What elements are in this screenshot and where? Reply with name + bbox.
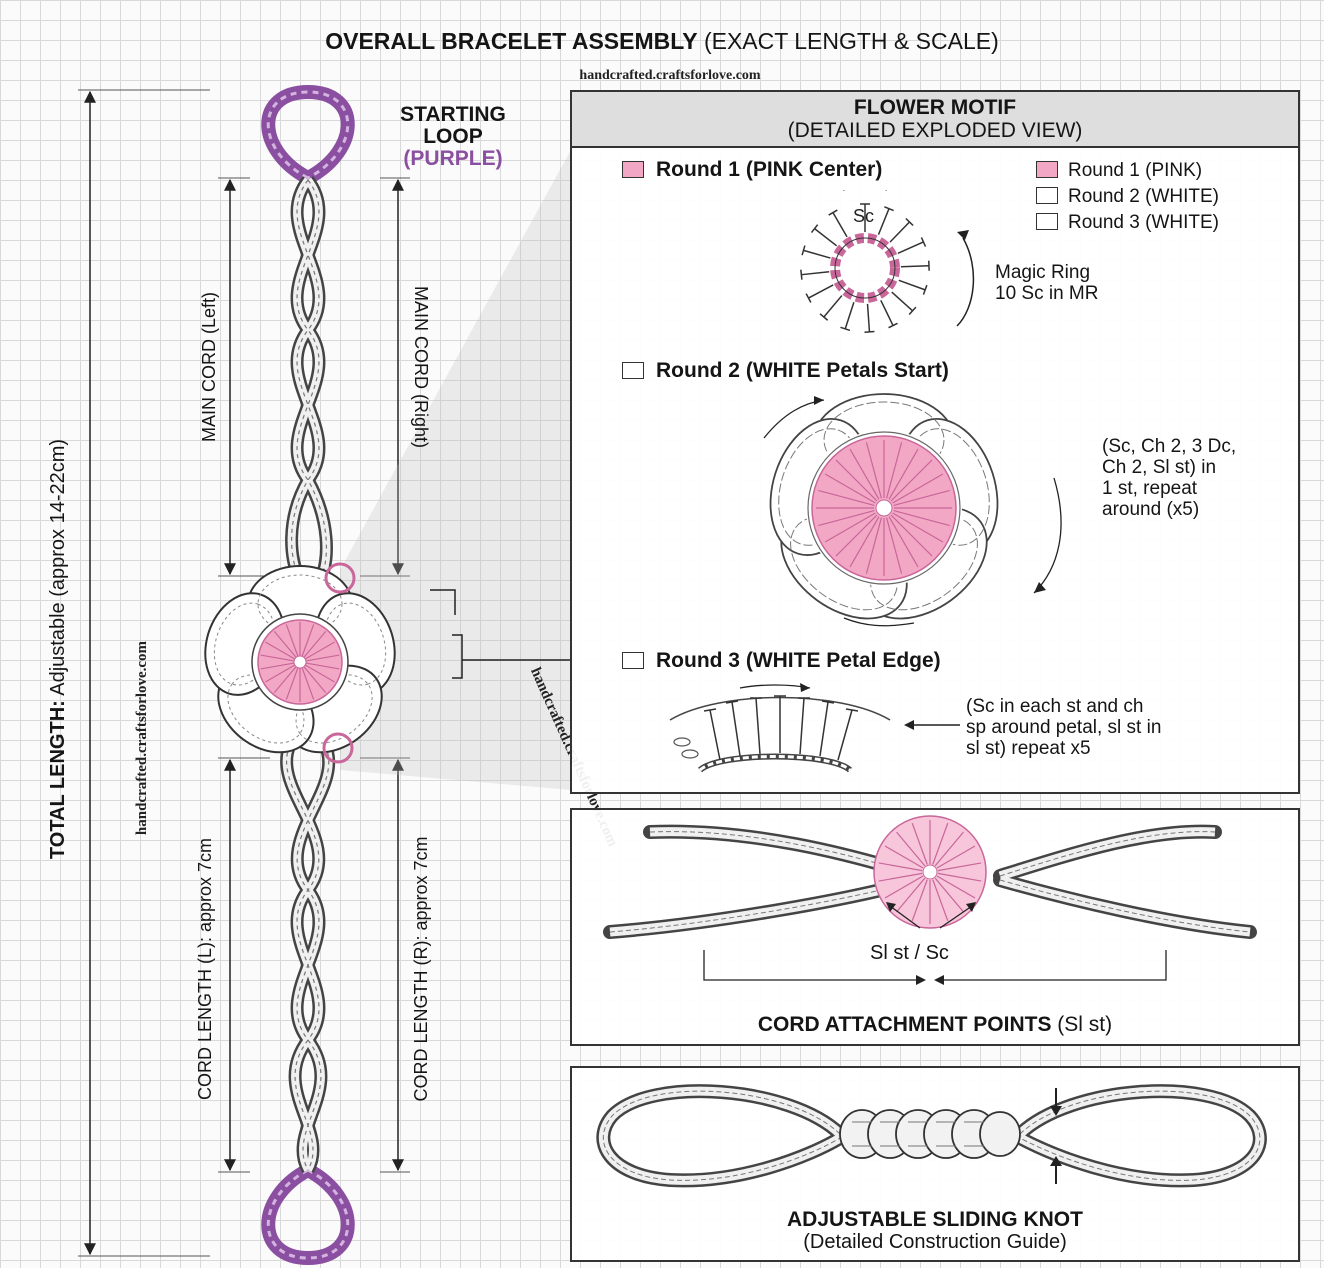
title-bold: OVERALL BRACELET ASSEMBLY [325,28,698,54]
attachment-swirl-bottom [322,732,354,764]
sliding-knot-title: ADJUSTABLE SLIDING KNOT [787,1208,1083,1231]
total-length-bold: TOTAL LENGTH: [47,700,69,860]
starting-loop-color: (PURPLE) [403,147,503,170]
main-cord-right-label: MAIN CORD (Right) [411,285,431,448]
white-swatch-icon [1036,213,1058,230]
starting-loop-label: STARTING LOOP (PURPLE) [385,104,521,170]
round3-diagram [669,683,960,773]
attachment-swirl-top [324,562,356,594]
ending-loop-purple [261,1162,355,1266]
watermark-top: handcrafted.craftsforlove.com [579,68,761,83]
total-length-label: TOTAL LENGTH: Adjustable (approx 14-22cm… [47,429,73,869]
magic-ring-line2: 10 Sc in MR [995,283,1099,304]
legend-label: Round 3 (WHITE) [1068,212,1219,233]
sc-label: Sc [853,206,874,226]
title-rest: (EXACT LENGTH & SCALE) [703,28,999,54]
main-cord-twist [285,176,333,583]
round3-title-text: Round 3 (WHITE Petal Edge) [656,649,941,672]
round2-diagram [763,393,1062,627]
round2-note-line: around (x5) [1102,499,1200,520]
round1-title: Round 1 (PINK Center) [622,158,882,182]
round3-note-line: (Sc in each st and ch [966,696,1144,717]
starting-loop-purple [261,84,355,186]
round2-note-line: 1 st, repeat [1102,478,1198,499]
total-length-rest: Adjustable (approx 14-22cm) [47,438,69,696]
cord-attachment-title-rest: (Sl st) [1057,1013,1113,1036]
sliding-knot-subtitle: (Detailed Construction Guide) [803,1231,1067,1253]
page-title: OVERALL BRACELET ASSEMBLY (EXACT LENGTH … [0,28,1324,55]
flower-motif-heading: FLOWER MOTIF (DETAILED EXPLODED VIEW) [572,92,1298,148]
round3-note-line: sp around petal, sl st in [966,717,1162,738]
projection-wedge [340,151,570,790]
cord-attachment-diagram [603,815,1257,985]
pink-swatch-icon [622,161,644,178]
legend-item-round1: Round 1 (PINK) [1036,158,1219,184]
legend-label: Round 2 (WHITE) [1068,186,1219,207]
legend-item-round2: Round 2 (WHITE) [1036,184,1219,210]
bracelet-diagram [78,84,570,1266]
legend-item-round3: Round 3 (WHITE) [1036,210,1219,236]
round3-title: Round 3 (WHITE Petal Edge) [622,649,941,673]
round2-title-text: Round 2 (WHITE Petals Start) [656,359,949,382]
round3-note-line: sl st) repeat x5 [966,738,1091,759]
watermark-left: handcrafted.craftsforlove.com [134,640,150,836]
white-swatch-icon [622,652,644,669]
round2-note-line: (Sc, Ch 2, 3 Dc, [1102,436,1237,457]
main-cord-left-label: MAIN CORD (Left) [199,292,219,443]
round2-note: (Sc, Ch 2, 3 Dc, Ch 2, Sl st) in 1 st, r… [1102,436,1236,520]
flower-motif-heading-line1: FLOWER MOTIF [853,96,1017,119]
starting-loop-line1: STARTING [400,103,506,126]
legend: Round 1 (PINK) Round 2 (WHITE) Round 3 (… [1036,158,1219,236]
sliding-knot-diagram [596,1084,1267,1188]
cord-length-left-label: CORD LENGTH (L): approx 7cm [195,837,215,1101]
sliding-knot-panel [570,1066,1300,1262]
round1-title-text: Round 1 (PINK Center) [656,158,883,181]
starting-loop-line2: LOOP [423,125,483,148]
round1-diagram: Sc [800,190,975,333]
cord-length-twist [280,742,336,1174]
sl-st-sc-label: Sl st / Sc [870,942,949,964]
cord-attachment-title-bold: CORD ATTACHMENT POINTS [757,1013,1052,1036]
magic-ring-note: Magic Ring 10 Sc in MR [995,262,1098,304]
white-swatch-icon [1036,187,1058,204]
white-swatch-icon [622,362,644,379]
cord-attachment-title: CORD ATTACHMENT POINTS (Sl st) [572,1013,1298,1037]
flower-motif-heading-line2: (DETAILED EXPLODED VIEW) [787,119,1083,142]
magic-ring-line1: Magic Ring [995,262,1091,283]
cord-length-right-label: CORD LENGTH (R): approx 7cm [411,836,431,1102]
round3-note: (Sc in each st and ch sp around petal, s… [966,696,1161,759]
pink-swatch-icon [1036,161,1058,178]
round2-note-line: Ch 2, Sl st) in [1102,457,1217,478]
bracelet-flower [204,565,396,754]
legend-label: Round 1 (PINK) [1068,160,1203,181]
round2-title: Round 2 (WHITE Petals Start) [622,359,949,383]
